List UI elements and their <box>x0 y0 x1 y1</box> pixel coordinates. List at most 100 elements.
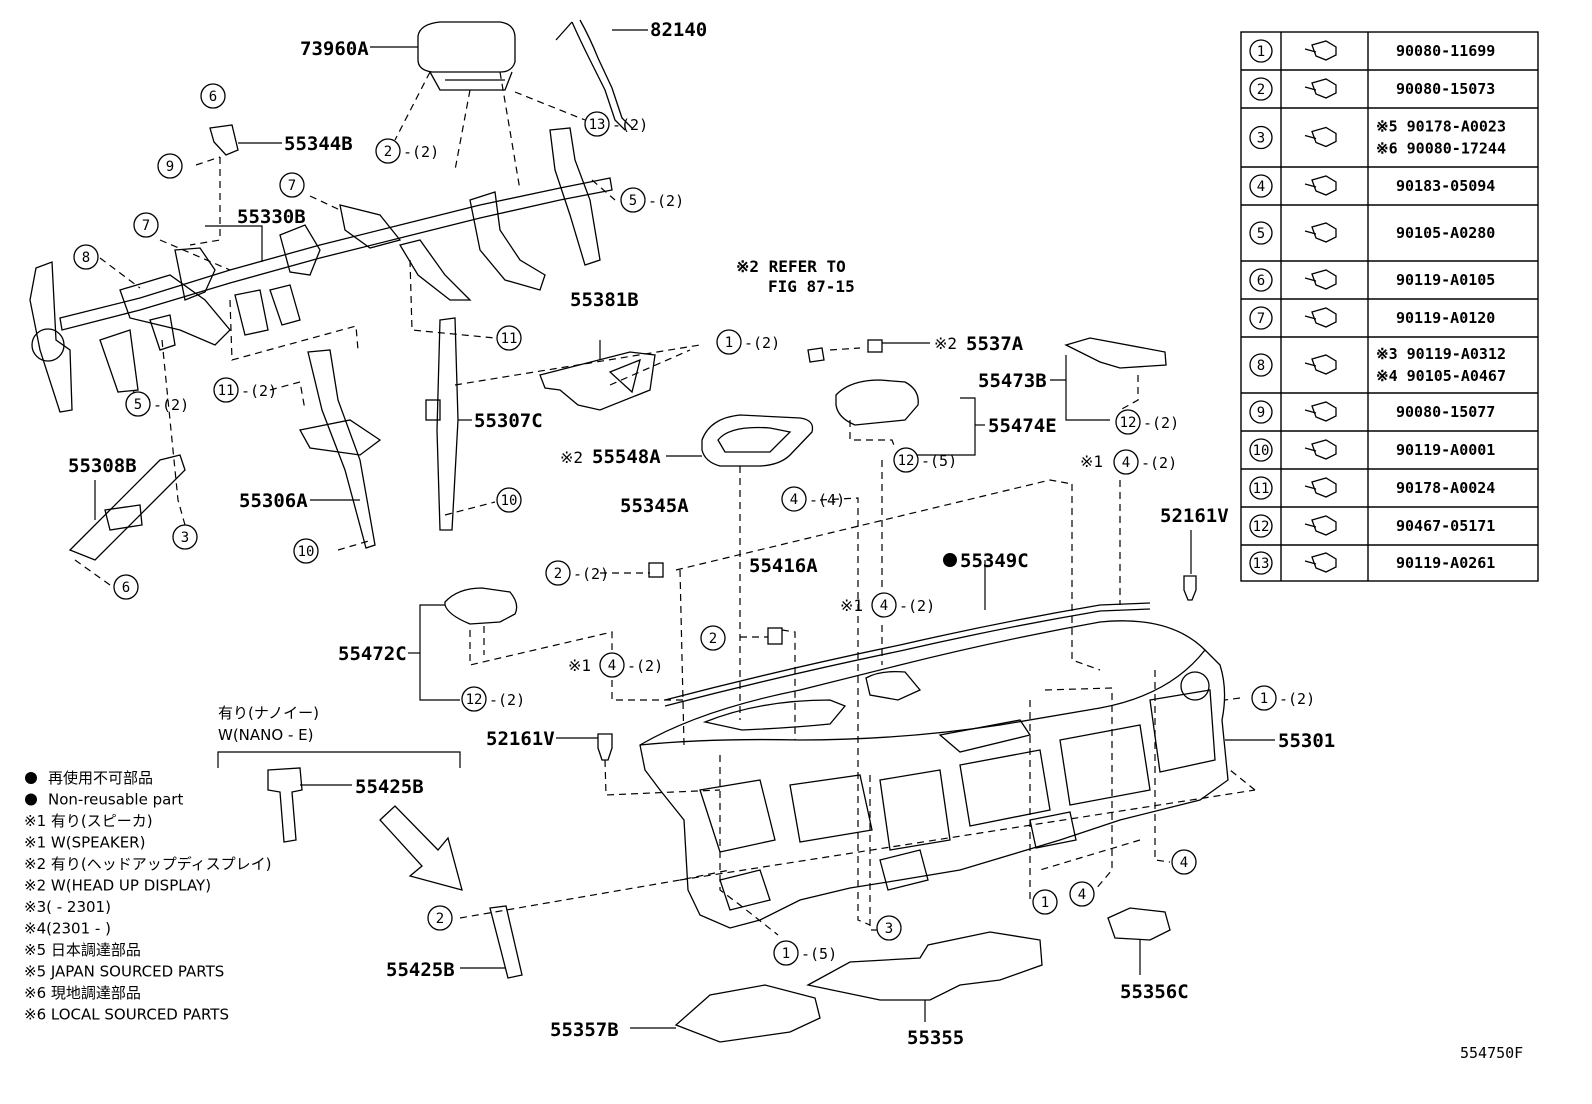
label-55355: 55355 <box>907 1027 964 1049</box>
ref-circle <box>1249 353 1273 377</box>
legend-line: ※1 W(SPEAKER) <box>24 834 145 852</box>
ref-number: 6 <box>1257 273 1265 289</box>
label-55345A: 55345A <box>620 495 689 517</box>
legend-line: ※3( - 2301) <box>24 898 111 916</box>
svg-text:7: 7 <box>142 218 150 234</box>
svg-text:6: 6 <box>209 89 217 105</box>
svg-text:-(5): -(5) <box>921 452 957 470</box>
non-reusable-marker <box>943 553 957 567</box>
svg-text:8: 8 <box>82 250 90 266</box>
defroster-55349C <box>664 602 1151 707</box>
svg-text:-(2): -(2) <box>744 334 780 352</box>
ref-number: 5 <box>1257 226 1265 242</box>
nanoe-en: W(NANO - E) <box>218 726 313 744</box>
label-55416A: 55416A <box>749 555 818 577</box>
svg-text:4: 4 <box>880 598 888 614</box>
label-55349C: 55349C <box>960 550 1029 572</box>
label-55474E: 55474E <box>988 415 1057 437</box>
callout-2: 2 <box>700 625 726 651</box>
legend-line: ※6 現地調達部品 <box>24 984 141 1002</box>
diagram-id: 554750F <box>1460 1044 1523 1062</box>
callout-4: 4-(4) <box>781 486 845 512</box>
callout-2: 2 <box>427 905 453 931</box>
callout-12: 12-(2) <box>461 686 525 712</box>
dashed-lines <box>74 71 1256 936</box>
refer-note-line2: FIG 87-15 <box>768 277 855 296</box>
label-55381B: 55381B <box>570 289 639 311</box>
callout-1: 1-(5) <box>773 940 837 966</box>
svg-text:6: 6 <box>122 580 130 596</box>
airbag-module-73960A <box>417 21 516 91</box>
callout-10: 10 <box>293 538 319 564</box>
duct-55425B-bottom <box>489 905 523 979</box>
svg-text:-(2): -(2) <box>627 657 663 675</box>
bolt-icon <box>1304 222 1337 243</box>
bracket-55416A <box>767 627 783 645</box>
svg-text:-(2): -(2) <box>403 143 439 161</box>
svg-text:-(2): -(2) <box>489 691 525 709</box>
bolt-icon <box>1304 269 1337 290</box>
bracket-55344B <box>209 124 239 156</box>
x1-mid: ※1 <box>840 596 863 615</box>
ref-number: 3 <box>1257 131 1265 147</box>
svg-text:5: 5 <box>134 397 142 413</box>
svg-text:10: 10 <box>298 544 315 560</box>
arrow-indicator <box>379 805 463 891</box>
label-55301: 55301 <box>1278 730 1335 752</box>
label-55357B: 55357B <box>550 1019 619 1041</box>
callout-4: 4 <box>1069 881 1095 907</box>
legend-line: ※2 有り(ヘッドアップディスプレイ) <box>24 855 272 873</box>
ref-number: 4 <box>1257 179 1265 195</box>
bracket-55307C <box>425 317 459 531</box>
bolt-icon <box>1304 126 1337 148</box>
svg-text:12: 12 <box>1120 415 1137 431</box>
label-55425B-top: 55425B <box>355 776 424 798</box>
label-55425B-bottom: 55425B <box>386 959 455 981</box>
svg-text:2: 2 <box>436 911 444 927</box>
insulator-55357B <box>674 984 821 1043</box>
svg-text:10: 10 <box>501 493 518 509</box>
table-row: 8※3 90119-A0312※4 90105-A0467 <box>1249 345 1506 385</box>
part-number: ※5 90178-A0023 <box>1376 118 1506 136</box>
legend-line: ※6 LOCAL SOURCED PARTS <box>24 1006 229 1024</box>
bolt-icon <box>1304 552 1337 573</box>
bolt-icon <box>1304 515 1337 536</box>
callout-4: 4-(2) <box>1113 449 1177 475</box>
callout-12: 12-(5) <box>893 447 957 473</box>
part-number: 90119-A0001 <box>1396 441 1495 459</box>
legend-line: ※4(2301 - ) <box>24 920 111 938</box>
ref-number: 12 <box>1253 519 1270 535</box>
insulator-55355 <box>806 931 1043 1001</box>
svg-text:3: 3 <box>181 530 189 546</box>
callout-7: 7 <box>279 172 305 198</box>
callout-4: 4 <box>1171 849 1197 875</box>
legend-line: ※5 日本調達部品 <box>24 941 141 959</box>
label-55330B: 55330B <box>237 206 306 228</box>
ref-circle <box>1249 77 1273 101</box>
instrument-panel-55301 <box>639 620 1229 929</box>
callout-12: 12-(2) <box>1115 409 1179 435</box>
ref-circle <box>1249 476 1273 500</box>
svg-text:11: 11 <box>218 383 235 399</box>
ref-circle <box>1249 268 1273 292</box>
clip-52161V-right <box>1183 575 1197 601</box>
x1-left: ※1 <box>568 656 591 675</box>
svg-text:-(2): -(2) <box>648 192 684 210</box>
ref-number: 10 <box>1253 443 1270 459</box>
label-55344B: 55344B <box>284 133 353 155</box>
part-number: 90080-15073 <box>1396 80 1495 98</box>
svg-text:2: 2 <box>554 566 562 582</box>
legend-line: 再使用不可部品 <box>48 769 153 787</box>
callout-11: 11-(2) <box>213 377 277 403</box>
bolt-icon <box>1304 307 1337 328</box>
callout-5: 5-(2) <box>620 187 684 213</box>
label-55472C: 55472C <box>338 643 407 665</box>
bracket-55306A <box>298 349 382 549</box>
svg-text:7: 7 <box>288 178 296 194</box>
bullet-icon <box>25 772 37 784</box>
bolt-icon <box>1304 401 1337 422</box>
